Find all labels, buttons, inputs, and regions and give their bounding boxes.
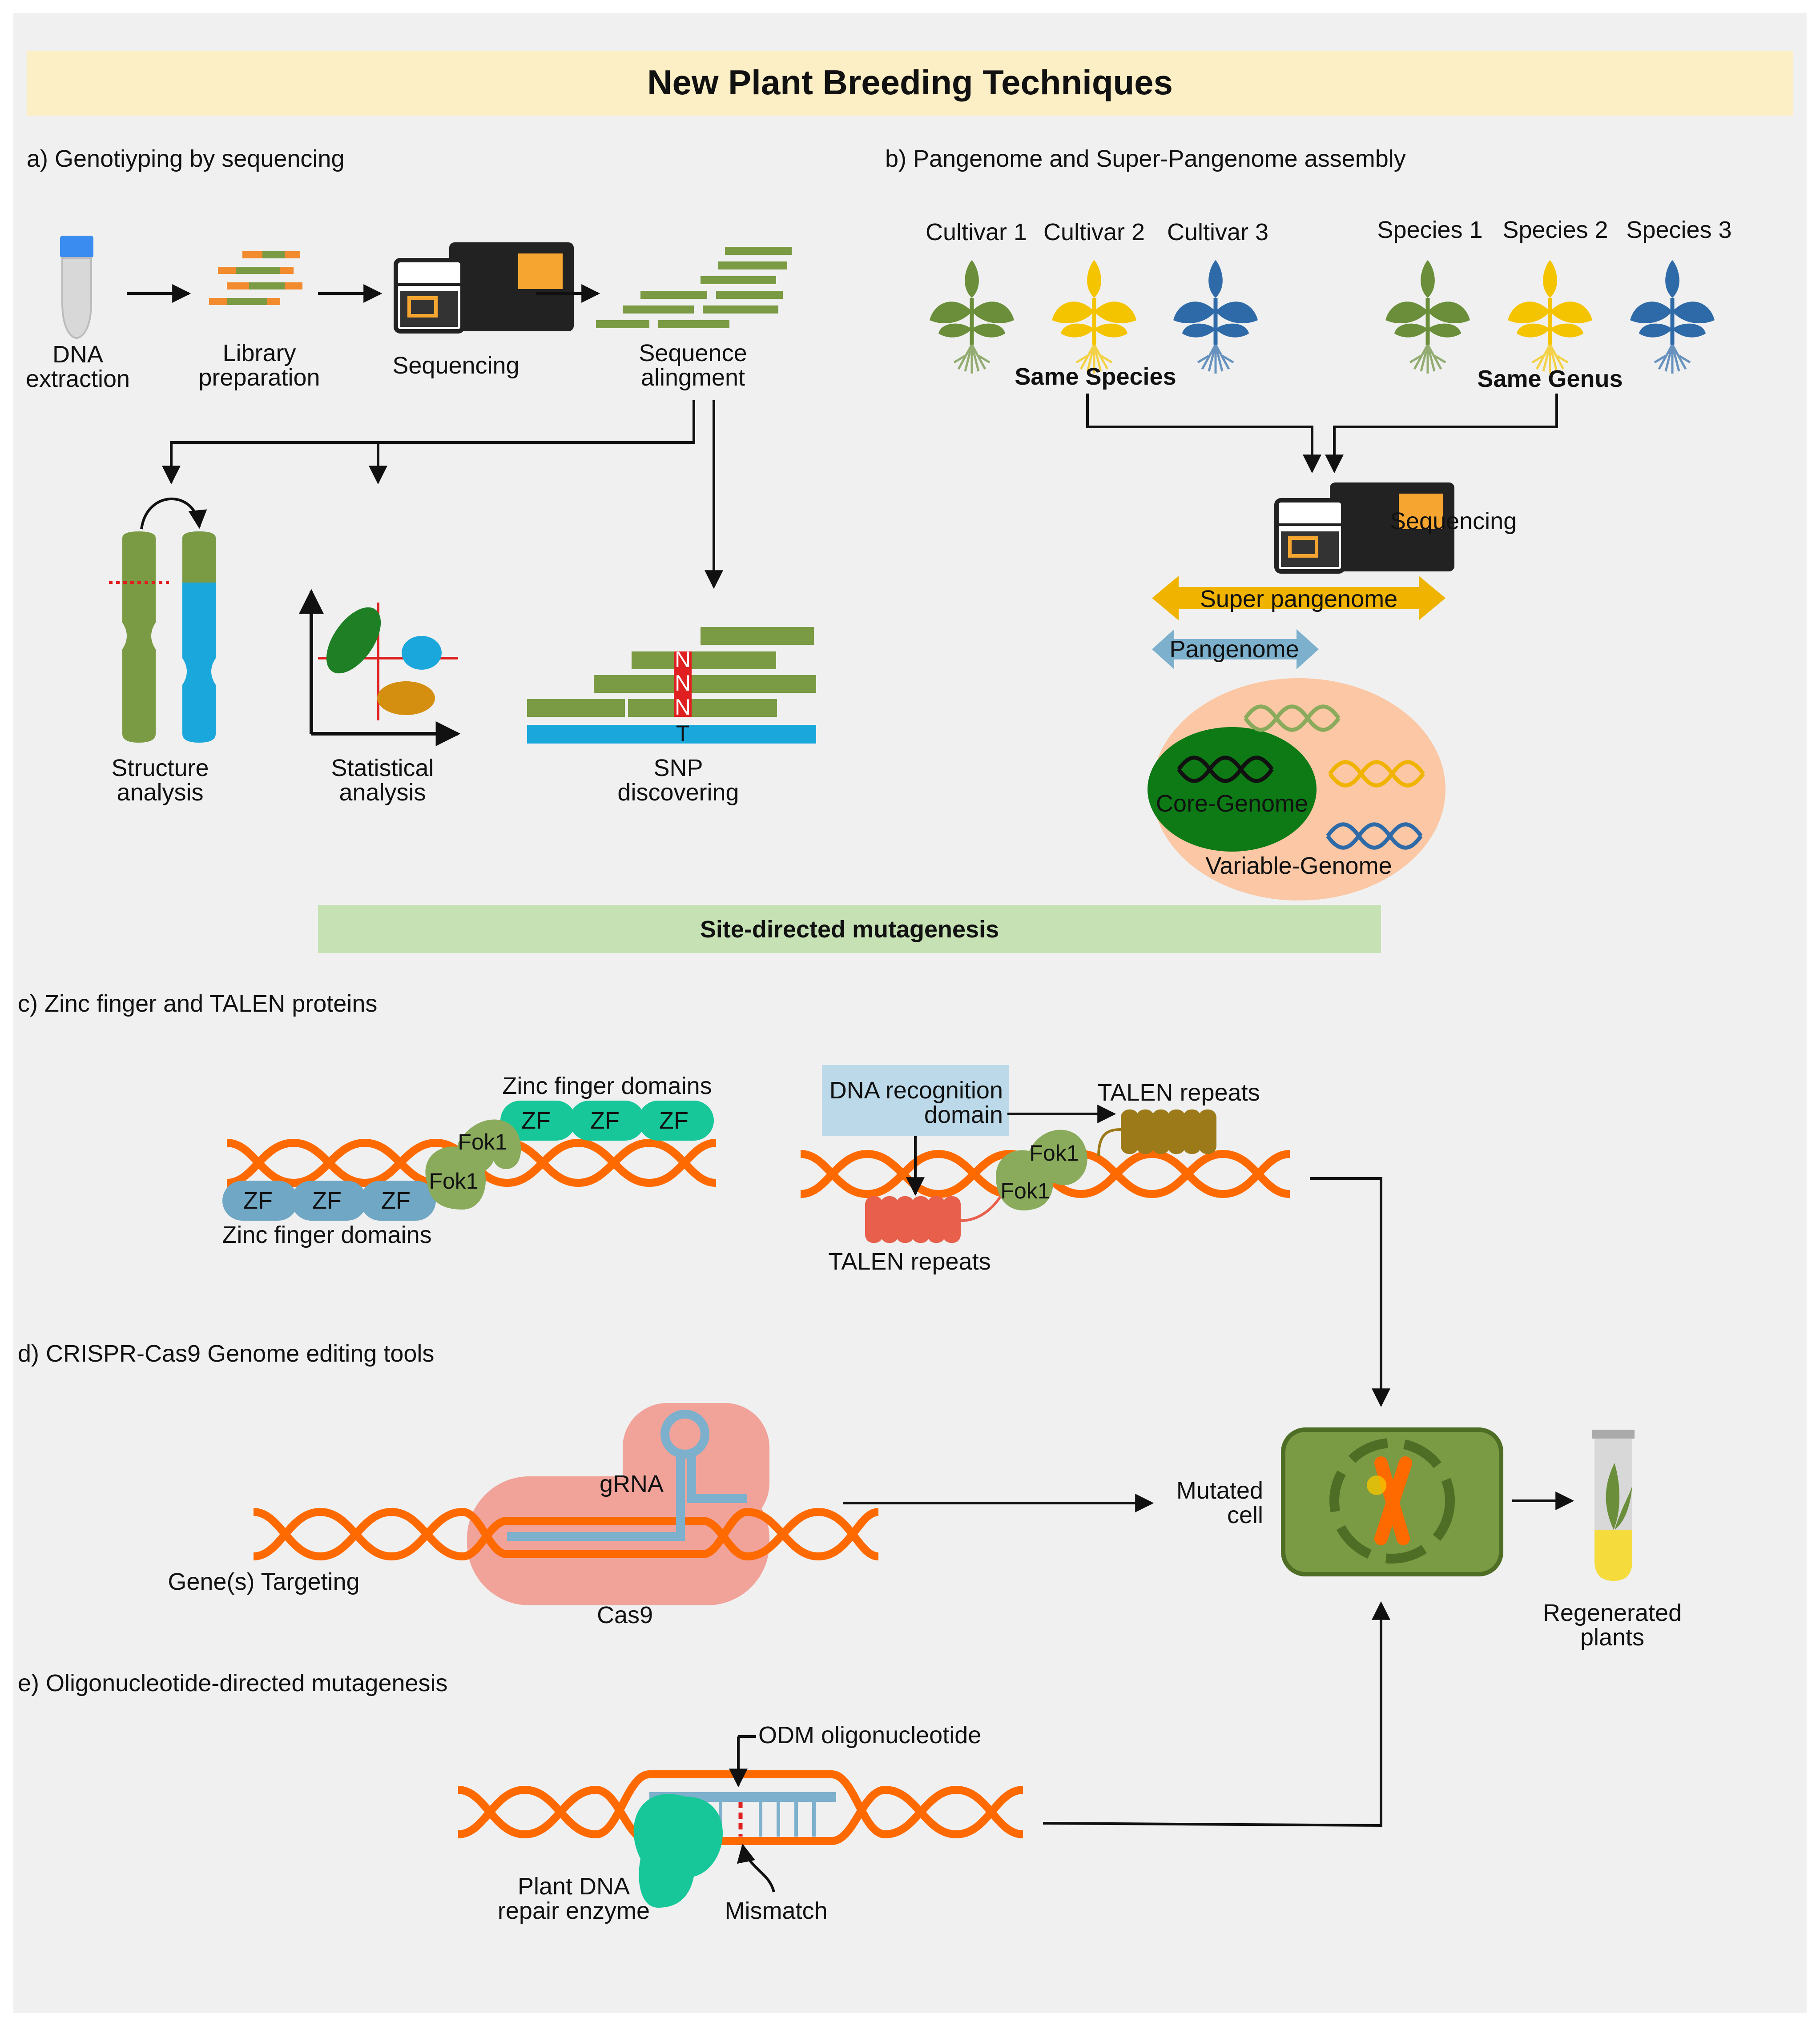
talen-repeats-bottom <box>865 1196 961 1243</box>
fok1-zf-shapes <box>425 1119 521 1210</box>
talen-repeats-top-label: TALEN repeats <box>1097 1079 1260 1106</box>
mutated-cell-line1: Mutated <box>1176 1477 1263 1504</box>
dna-recognition-line2: domain <box>924 1101 1003 1128</box>
arrow-to-mismatch <box>737 1843 775 1893</box>
analysis-label-3b: discovering <box>617 779 739 806</box>
zf-label-t3: ZF <box>659 1107 689 1134</box>
dna-extraction-tube-icon <box>60 236 93 339</box>
figure-background <box>13 13 1807 2013</box>
repair-enzyme-icon <box>633 1794 723 1908</box>
zf-label-b1: ZF <box>243 1187 273 1214</box>
analysis-label-1a: Structure <box>111 755 209 781</box>
snp-ref: T <box>676 721 690 746</box>
fok1-label-zf2: Fok1 <box>429 1169 478 1194</box>
enzyme-line2: repair enzyme <box>498 1897 650 1924</box>
super-pangenome-label: Super pangenome <box>1200 586 1397 612</box>
sequence-alignment-icon <box>596 247 792 328</box>
enzyme-line1: Plant DNA <box>518 1873 630 1900</box>
sdm-banner <box>318 905 1381 953</box>
core-genome-label: Core-Genome <box>1156 790 1308 817</box>
cultivar-label-2: Cultivar 2 <box>1043 219 1145 245</box>
sequencing-b-label: Sequencing <box>1390 508 1517 535</box>
zf-label-b2: ZF <box>312 1187 342 1214</box>
arrow-talen-to-cell <box>1310 1177 1390 1407</box>
library-preparation-icon <box>209 251 302 305</box>
dna-icons-b <box>1177 704 1425 850</box>
snp-reads-icon <box>527 627 816 744</box>
zf-domains-top <box>500 1101 714 1141</box>
arrow-genus-to-sequencing <box>1325 394 1558 474</box>
sdm-banner-label: Site-directed mutagenesis <box>700 916 999 943</box>
same-genus-label: Same Genus <box>1477 366 1623 392</box>
step-label-1a: DNA <box>52 341 103 368</box>
mutated-cell-line2: cell <box>1227 1502 1263 1528</box>
panel-d-heading: d) CRISPR-Cas9 Genome editing tools <box>18 1340 434 1367</box>
cas9-label: Cas9 <box>597 1602 653 1628</box>
talen-linker-bottom <box>960 1195 1002 1222</box>
talen-linker-top <box>1097 1128 1121 1157</box>
core-genome-ellipse <box>1148 727 1317 852</box>
zf-domains-bottom <box>222 1181 436 1221</box>
mismatch-label: Mismatch <box>725 1897 827 1924</box>
cultivar-label-3: Cultivar 3 <box>1167 219 1268 245</box>
same-species-label: Same Species <box>1015 363 1176 390</box>
analysis-label-2b: analysis <box>339 779 426 806</box>
step-label-4a: Sequence <box>639 340 747 366</box>
grna-strand-icon <box>507 1410 747 1541</box>
arrow-odm-to-cell <box>1043 1601 1390 1827</box>
snp-alt-1: N <box>675 647 691 672</box>
regenerated-line2: plants <box>1580 1624 1644 1651</box>
cultivar-label-1: Cultivar 1 <box>926 219 1027 245</box>
talen-repeats-bottom-label: TALEN repeats <box>828 1248 991 1275</box>
dna-helix-crispr <box>253 1507 879 1561</box>
super-pangenome-arrow <box>1152 576 1446 620</box>
species-label-3: Species 3 <box>1626 217 1731 243</box>
arrow-species-to-sequencing <box>1086 394 1321 474</box>
grna-label: gRNA <box>600 1471 664 1497</box>
step-label-2b: preparation <box>198 364 320 391</box>
zinc-finger-domains-top-label: Zinc finger domains <box>502 1073 712 1099</box>
fok1-label-talen1: Fok1 <box>1029 1141 1079 1166</box>
zinc-finger-domains-bottom-label: Zinc finger domains <box>222 1222 431 1248</box>
regenerated-plant-tube-icon <box>1592 1430 1635 1581</box>
panel-a-heading: a) Genotiyping by sequencing <box>27 145 344 172</box>
zf-label-t2: ZF <box>590 1107 620 1134</box>
statistical-plot-icon <box>299 589 461 746</box>
fok1-talen-shapes <box>996 1130 1087 1210</box>
snp-alt-2: N <box>675 671 691 695</box>
variable-genome-label: Variable-Genome <box>1205 852 1392 879</box>
step-label-1b: extraction <box>26 366 130 392</box>
gene-targeting-label: Gene(s) Targeting <box>168 1568 359 1595</box>
analysis-label-3a: SNP <box>653 755 703 781</box>
pangenome-label: Pangenome <box>1169 636 1299 663</box>
chromosome-structure-icon <box>109 497 216 743</box>
odm-label: ODM oligonucleotide <box>758 1722 981 1749</box>
analysis-label-2a: Statistical <box>331 755 434 781</box>
snp-alt-3: N <box>675 695 691 720</box>
fok1-label-zf1: Fok1 <box>458 1130 507 1154</box>
analysis-label-1b: analysis <box>117 779 203 806</box>
species-label-2: Species 2 <box>1502 217 1608 243</box>
zf-label-b3: ZF <box>381 1187 411 1214</box>
arrow-to-structure <box>162 400 695 485</box>
pangenome-arrow <box>1152 629 1319 669</box>
step-label-4b: alingment <box>641 364 745 391</box>
panel-c-heading: c) Zinc finger and TALEN proteins <box>18 990 377 1017</box>
step-label-3: Sequencing <box>392 352 519 379</box>
fok1-label-talen2: Fok1 <box>1000 1178 1050 1203</box>
panel-e-heading: e) Oligonucleotide-directed mutagenesis <box>18 1670 448 1696</box>
zf-label-t1: ZF <box>521 1107 551 1134</box>
title-banner <box>27 51 1793 116</box>
talen-repeats-top <box>1121 1109 1216 1154</box>
species-label-1: Species 1 <box>1377 217 1482 243</box>
dna-recognition-box <box>822 1065 1009 1136</box>
mutated-cell-icon <box>1281 1427 1503 1576</box>
panel-b-heading: b) Pangenome and Super-Pangenome assembl… <box>885 145 1406 172</box>
dna-recognition-line1: DNA recognition <box>829 1077 1003 1104</box>
step-label-2a: Library <box>222 340 296 366</box>
figure-title: New Plant Breeding Techniques <box>647 63 1173 102</box>
regenerated-line1: Regenerated <box>1543 1600 1682 1626</box>
